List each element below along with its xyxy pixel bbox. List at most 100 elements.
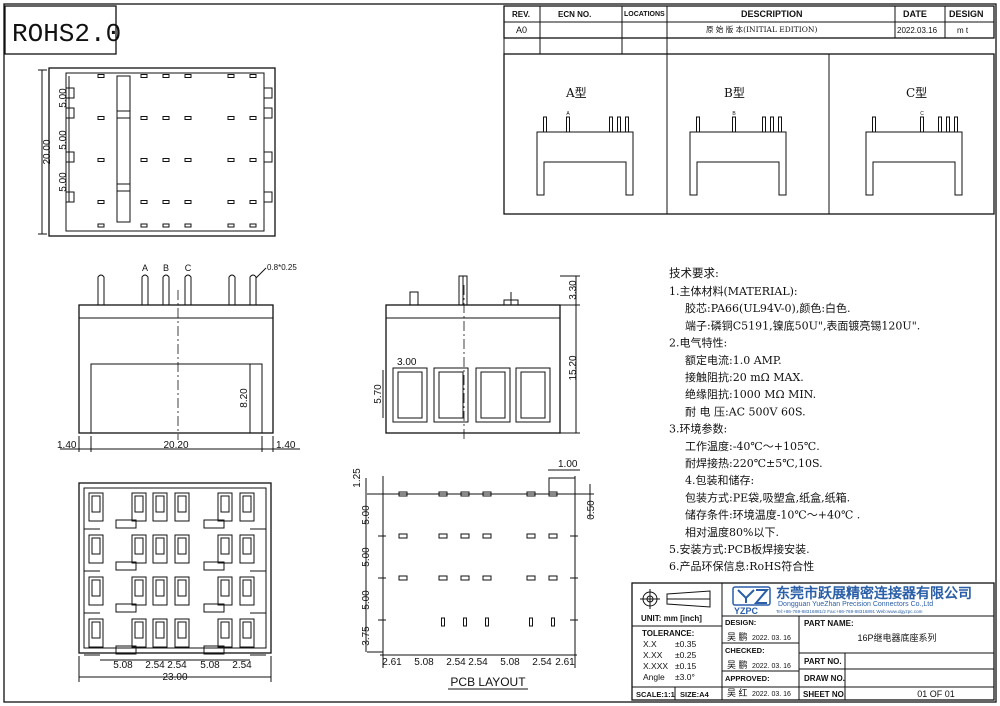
top-contact-mark bbox=[162, 116, 170, 120]
tech-line: 额定电流:1.0 AMP. bbox=[685, 353, 782, 367]
side-pins bbox=[409, 275, 519, 306]
bottom-cavity bbox=[131, 492, 147, 522]
tech-line: 3.环境参数: bbox=[669, 422, 727, 436]
checked-label: CHECKED: bbox=[725, 646, 765, 655]
approved-signature: 吴 红 bbox=[727, 687, 748, 698]
pcb-layout-label: PCB LAYOUT bbox=[450, 675, 526, 689]
bottom-contact bbox=[134, 495, 144, 513]
bottom-pitch-2: 2.54 bbox=[145, 660, 165, 671]
pcb-pitch-v-2: 5.00 bbox=[361, 547, 372, 567]
tech-line: 端子:磷铜C5191,镍底50U",表面镀亮锡120U". bbox=[685, 318, 920, 332]
variant-c-title: C型 bbox=[906, 86, 927, 100]
top-side-notch bbox=[65, 87, 75, 99]
tech-title: 技术要求: bbox=[669, 266, 719, 280]
top-contact-mark bbox=[162, 74, 170, 78]
variant-pin bbox=[609, 116, 613, 133]
bottom-contact bbox=[177, 495, 187, 513]
bottom-pitch-1: 5.08 bbox=[113, 660, 133, 671]
bottom-rib bbox=[203, 603, 225, 613]
top-contact-mark bbox=[97, 200, 105, 204]
bottom-contact bbox=[91, 495, 101, 513]
part-name-label: PART NAME: bbox=[804, 619, 854, 628]
side-view: 3.30 15.20 3.00 5.70 bbox=[373, 275, 580, 440]
bottom-cavity bbox=[152, 618, 168, 648]
top-contact-mark bbox=[97, 223, 105, 228]
front-width-dim: 20.20 bbox=[163, 440, 188, 451]
top-contact-mark bbox=[227, 116, 235, 120]
top-view: 20.00 5.00 5.00 5.00 bbox=[38, 67, 276, 237]
top-contact-mark bbox=[227, 74, 235, 78]
projection-symbol-icon bbox=[640, 589, 711, 609]
approved-date: 2022. 03. 16 bbox=[752, 691, 791, 698]
side-pin-left bbox=[409, 291, 419, 305]
pcb-pitch-v-3: 5.00 bbox=[361, 590, 372, 610]
top-contact-mark bbox=[162, 158, 170, 162]
front-pin bbox=[249, 274, 257, 305]
pcb-hole bbox=[438, 575, 448, 581]
design-date: 2022. 03. 16 bbox=[752, 635, 791, 642]
pcb-top-dim: 1.25 bbox=[352, 468, 363, 488]
pcb-hole bbox=[460, 575, 470, 581]
variant-pin bbox=[617, 116, 621, 133]
draw-no-label: DRAW NO. bbox=[804, 674, 845, 683]
bottom-contact bbox=[220, 495, 230, 513]
variant-a-title: A型 bbox=[565, 86, 587, 100]
variant-body bbox=[536, 131, 634, 196]
side-height-dim: 15.20 bbox=[568, 355, 579, 380]
pcb-pin-hole bbox=[485, 617, 489, 627]
approved-label: APPROVED: bbox=[725, 674, 770, 683]
top-contact-mark bbox=[249, 74, 257, 78]
top-contact-mark bbox=[184, 74, 192, 78]
tech-line: 绝缘阻抗:1000 MΩ MIN. bbox=[685, 387, 816, 401]
bottom-contact bbox=[220, 579, 230, 597]
front-pin-label-b: B bbox=[163, 263, 169, 273]
pcb-corner-box bbox=[548, 477, 576, 495]
bottom-cavity bbox=[88, 618, 104, 648]
checked-signature: 吴 鹏 bbox=[727, 659, 748, 670]
variant-pin bbox=[778, 116, 782, 133]
bottom-rib bbox=[203, 645, 225, 655]
scale-label: SCALE:1:1 bbox=[636, 690, 675, 699]
bottom-contact bbox=[91, 537, 101, 555]
front-right-offset-dim: 1.40 bbox=[276, 440, 296, 451]
tech-line: 储存条件:环境温度-10℃～+40℃ . bbox=[685, 508, 860, 522]
side-slot-inner bbox=[397, 371, 423, 419]
bottom-cavity bbox=[239, 576, 255, 606]
bottom-contact bbox=[155, 621, 165, 639]
side-slot-width-dim: 3.00 bbox=[397, 357, 417, 368]
bottom-cavity bbox=[239, 534, 255, 564]
front-height-dim: 8.20 bbox=[239, 388, 250, 408]
pcb-hole bbox=[438, 491, 448, 497]
bottom-contact bbox=[155, 495, 165, 513]
pcb-hole-dim: 1.00 bbox=[558, 459, 578, 470]
bottom-pitch-3: 2.54 bbox=[167, 660, 187, 671]
pcb-hole bbox=[398, 533, 408, 539]
bottom-rib bbox=[203, 561, 225, 571]
pcb-pitch-h-1: 2.61 bbox=[382, 657, 402, 668]
pcb-pin-hole bbox=[529, 617, 533, 627]
ecn-header: ECN NO. bbox=[558, 10, 591, 19]
design-value: m t bbox=[957, 26, 969, 35]
top-side-notch bbox=[263, 107, 273, 119]
side-pin-dim: 3.30 bbox=[568, 280, 579, 300]
top-side-notch bbox=[263, 151, 273, 163]
tech-line: 耐焊接热:220℃±5℃,10S. bbox=[685, 456, 823, 470]
bottom-cavity bbox=[174, 492, 190, 522]
tech-line: 4.包装和储存: bbox=[685, 473, 754, 487]
tech-line: 接触阻抗:20 mΩ MAX. bbox=[685, 370, 804, 384]
variant-pin-label: A bbox=[566, 111, 570, 117]
top-contact-mark bbox=[140, 116, 148, 120]
bottom-cavity bbox=[152, 492, 168, 522]
part-name-value: 16P继电器底座系列 bbox=[857, 632, 936, 643]
bottom-contact bbox=[242, 537, 252, 555]
bottom-contact bbox=[91, 621, 101, 639]
company-name-en: Dongguan YueZhan Precision Connectors Co… bbox=[778, 601, 933, 608]
rev-header: REV. bbox=[512, 10, 530, 19]
design-label: DESIGN: bbox=[725, 618, 756, 627]
sheet-border bbox=[3, 3, 997, 703]
pcb-hole bbox=[526, 533, 536, 539]
top-side-notch bbox=[65, 191, 75, 203]
variant-pin bbox=[770, 116, 774, 133]
top-contact-mark bbox=[249, 158, 257, 162]
tol-value-1: ±0.35 bbox=[675, 639, 696, 649]
